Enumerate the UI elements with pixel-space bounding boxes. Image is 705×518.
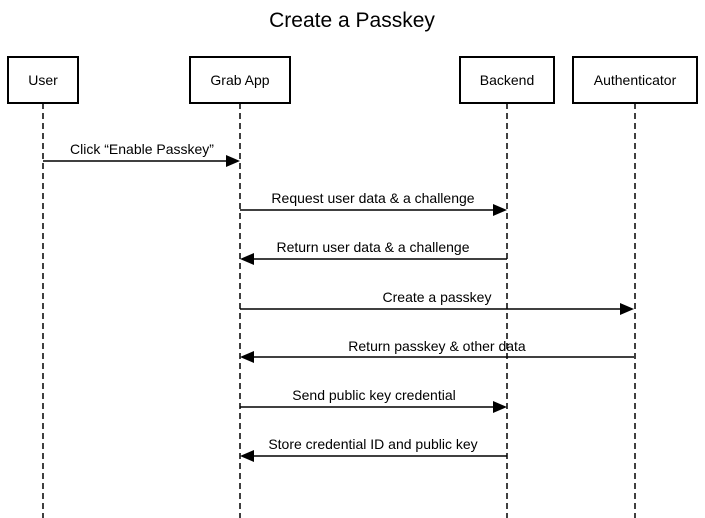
message-label: Return user data & a challenge [276,239,469,255]
message-label: Send public key credential [292,387,455,403]
arrow-head [240,450,254,462]
arrow-head [240,253,254,265]
participants: User Grab App Backend Authenticator [7,56,698,104]
message-request-user-data: Request user data & a challenge [240,190,507,216]
participant-box [572,56,698,104]
participant-box [189,56,291,104]
arrow-head [226,155,240,167]
participant-label: Grab App [210,72,269,88]
messages: Click “Enable Passkey” Request user data… [43,141,634,462]
message-return-user-data: Return user data & a challenge [240,239,507,265]
message-enable-passkey: Click “Enable Passkey” [43,141,240,167]
message-label: Return passkey & other data [348,338,526,354]
message-label: Request user data & a challenge [271,190,474,206]
participant-label: User [28,72,58,88]
lifelines [42,103,636,518]
participant-user: User [7,56,79,104]
participant-grab-app: Grab App [189,56,291,104]
participant-label: Authenticator [594,72,677,88]
message-label: Click “Enable Passkey” [70,141,214,157]
participant-label: Backend [480,72,534,88]
arrow-head [620,303,634,315]
diagram-title: Create a Passkey [269,9,435,32]
message-label: Store credential ID and public key [268,436,477,452]
arrow-head [493,204,507,216]
participant-backend: Backend [459,56,555,104]
message-send-public-key: Send public key credential [240,387,507,413]
message-return-passkey: Return passkey & other data [240,338,634,363]
message-create-passkey: Create a passkey [240,289,634,315]
participant-box [7,56,79,104]
message-store-credential: Store credential ID and public key [240,436,507,462]
participant-box [459,56,555,104]
arrow-head [493,401,507,413]
participant-authenticator: Authenticator [572,56,698,104]
message-label: Create a passkey [383,289,492,305]
arrow-head [240,351,254,363]
